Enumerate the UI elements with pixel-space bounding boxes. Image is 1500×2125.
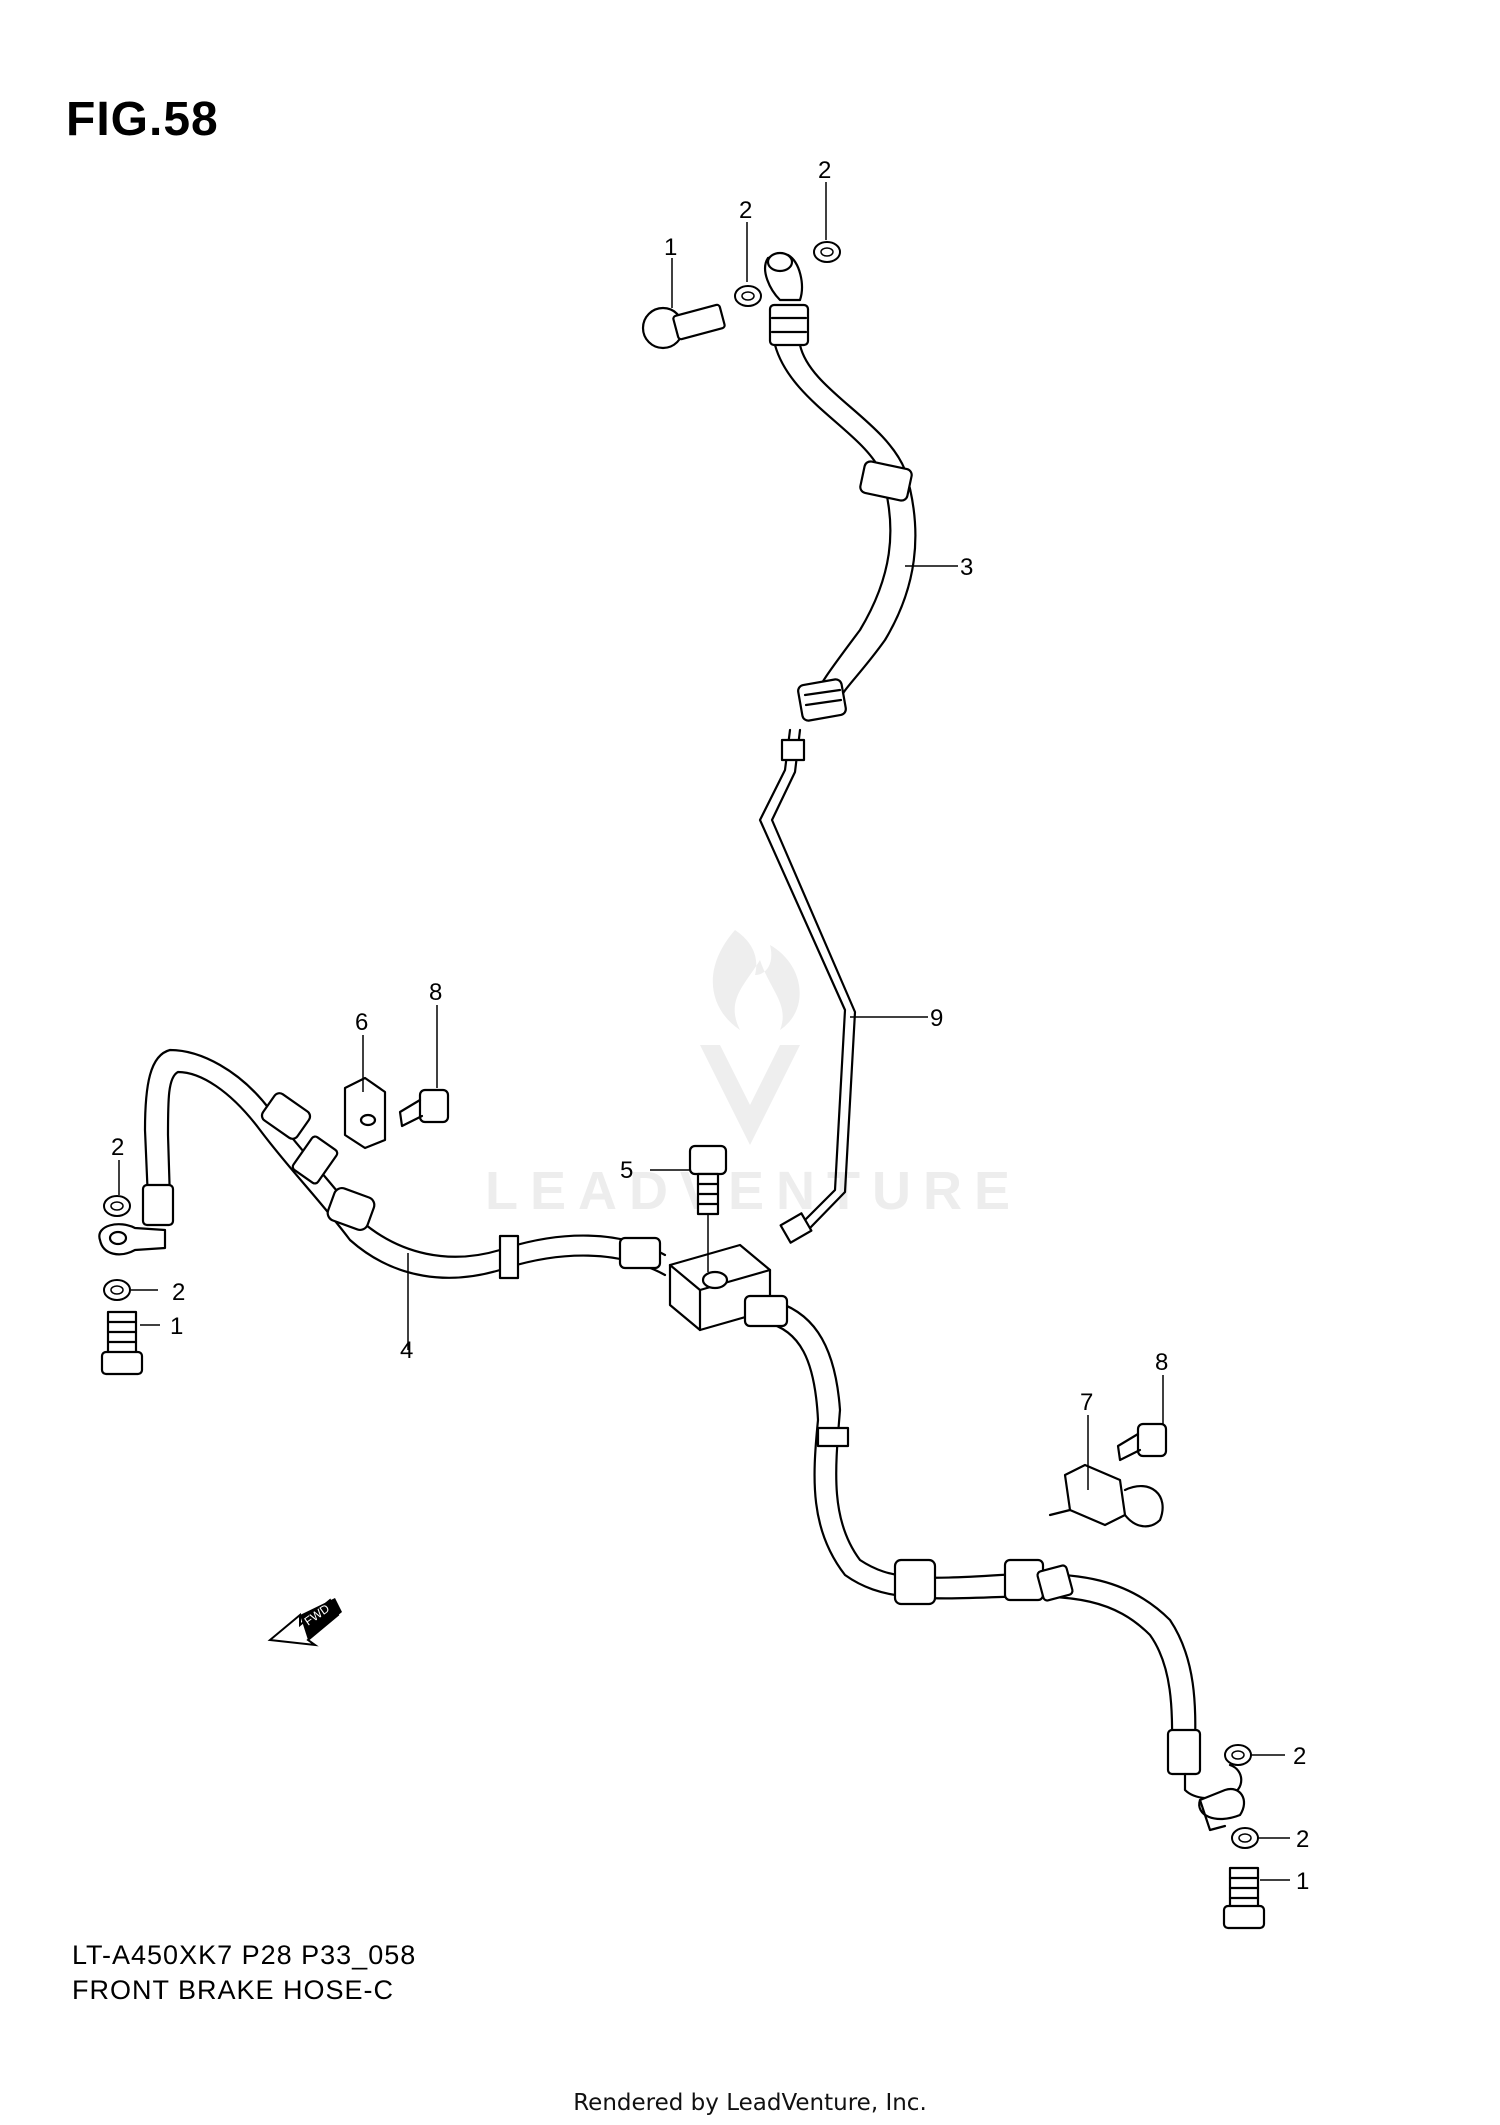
bolt-part-1-left: [100, 1310, 144, 1376]
callout-2-top-left: 2: [739, 197, 752, 224]
callout-3: 3: [960, 554, 973, 581]
watermark-text: LEADVENTURE: [485, 1161, 1023, 1221]
callout-4: 4: [400, 1337, 413, 1364]
left-banjo-fitting: [98, 1223, 167, 1256]
callout-7: 7: [1080, 1389, 1093, 1416]
callout-2-top-right: 2: [818, 157, 831, 184]
watermark-logo: [700, 930, 800, 1145]
callout-6: 6: [355, 1009, 368, 1036]
bracket-part-6: [343, 1076, 387, 1150]
figure-title: FIG.58: [66, 93, 219, 146]
callout-2-right-upper: 2: [1293, 1743, 1306, 1770]
bolt-part-8-right: [1116, 1422, 1168, 1462]
left-hose-part-4: [141, 1048, 667, 1280]
fwd-arrow-icon: FWD: [267, 1598, 342, 1647]
callout-9: 9: [930, 1005, 943, 1032]
figure-subtitle: FRONT BRAKE HOSE-C: [72, 1975, 395, 2005]
bolt-part-1-top: [641, 303, 726, 350]
callout-2-right-lower: 2: [1296, 1826, 1309, 1853]
callout-5: 5: [620, 1157, 633, 1184]
bolt-part-8-left: [398, 1088, 450, 1128]
callout-1-right: 1: [1296, 1868, 1309, 1895]
callout-2-left-lower: 2: [172, 1279, 185, 1306]
callout-labels: 1 2 2 3 9 6 8 2 2 1 4 5 8 7 2 2 1: [111, 157, 1309, 1895]
leader-lines: [118, 182, 1290, 1881]
washers-part-2: [103, 241, 1259, 1849]
model-code: LT-A450XK7 P28 P33_058: [72, 1940, 417, 1970]
callout-1-left: 1: [170, 1313, 183, 1340]
callout-2-left-upper: 2: [111, 1134, 124, 1161]
upper-banjo-fitting: [763, 251, 804, 302]
bolt-part-5: [688, 1144, 728, 1216]
bolt-part-1-right: [1222, 1866, 1266, 1930]
callout-8-right: 8: [1155, 1349, 1168, 1376]
bracket-part-7: [1048, 1463, 1164, 1528]
right-hose: [743, 1294, 1202, 1776]
right-banjo-fitting: [1183, 1763, 1246, 1832]
callout-1-top: 1: [664, 234, 677, 261]
callout-8-left: 8: [429, 979, 442, 1006]
rendered-by-footer: Rendered by LeadVenture, Inc.: [573, 2090, 927, 2116]
brake-pipe-part-9: [758, 728, 857, 1244]
upper-hose-part-3: [768, 303, 917, 722]
